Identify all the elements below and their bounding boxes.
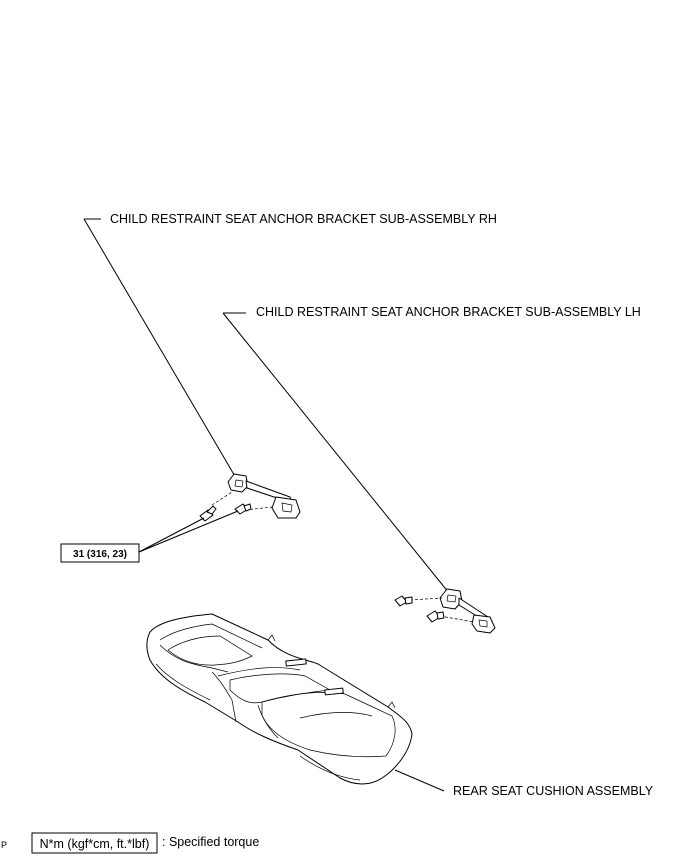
anchor-bracket-lh <box>409 588 496 634</box>
torque-value: 31 (316, 23) <box>73 549 127 560</box>
torque-box <box>60 543 140 563</box>
anchor-bracket-rh-label: CHILD RESTRAINT SEAT ANCHOR BRACKET SUB-… <box>110 212 497 226</box>
torque-legend: P N*m (kgf*cm, ft.*lbf) : Specified torq… <box>1 832 259 854</box>
anchor-bracket-rh-bolts <box>199 503 252 522</box>
anchor-bracket-rh-callout: CHILD RESTRAINT SEAT ANCHOR BRACKET SUB-… <box>83 212 497 479</box>
rear-seat-label: REAR SEAT CUSHION ASSEMBLY <box>453 784 654 798</box>
anchor-bracket-lh-callout: CHILD RESTRAINT SEAT ANCHOR BRACKET SUB-… <box>222 305 641 594</box>
anchor-bracket-lh-bolts <box>394 595 445 623</box>
torque-callout: 31 (316, 23) <box>60 510 239 563</box>
bolt-icon <box>199 505 217 522</box>
corner-mark: P <box>1 840 7 850</box>
anchor-bracket-rh <box>211 473 301 519</box>
bolt-icon <box>426 610 445 623</box>
rear-seat-cushion <box>146 613 413 785</box>
legend-unit-text: N*m (kgf*cm, ft.*lbf) <box>40 837 150 851</box>
legend-unit-box <box>31 832 158 854</box>
bolt-icon <box>234 503 252 515</box>
rear-seat-callout: REAR SEAT CUSHION ASSEMBLY <box>394 769 654 798</box>
anchor-bracket-lh-label: CHILD RESTRAINT SEAT ANCHOR BRACKET SUB-… <box>256 305 641 319</box>
legend-description: : Specified torque <box>162 835 259 849</box>
bolt-icon <box>394 595 413 607</box>
